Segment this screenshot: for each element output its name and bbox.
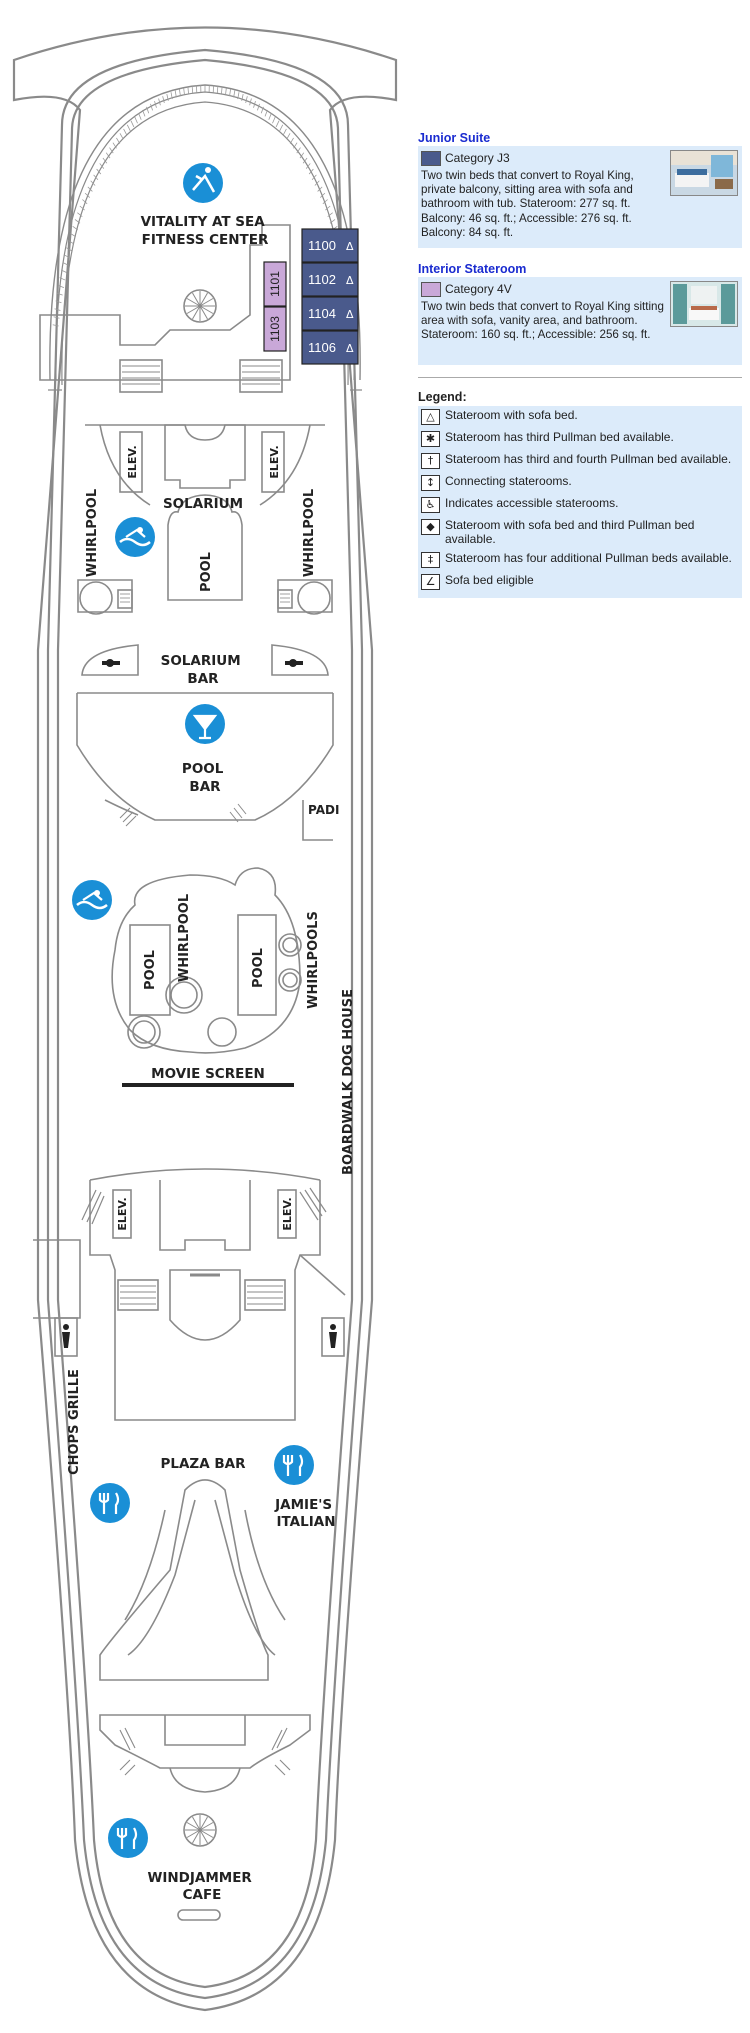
- dining-icon-jamies-italian: [274, 1445, 314, 1485]
- section-divider: [418, 377, 742, 378]
- pool-icon-main: [72, 880, 112, 920]
- legend-item-text: Stateroom has third Pullman bed availabl…: [445, 430, 674, 444]
- stateroom-1103[interactable]: [263, 306, 287, 352]
- fitness-center-label: VITALITY AT SEA FITNESS CENTER: [141, 214, 270, 248]
- legend-item: † Stateroom has third and fourth Pullman …: [421, 452, 739, 469]
- elev-mid-right-label: ELEV.: [281, 1197, 294, 1230]
- whirlpools-label: WHIRLPOOLS: [306, 911, 321, 1009]
- legend-item-text: Sofa bed eligible: [445, 573, 534, 587]
- wheelchair-icon: ♿: [421, 497, 440, 513]
- hull-outer: [12, 26, 398, 2012]
- junior-suite-title: Junior Suite: [418, 131, 491, 145]
- category-4v-swatch: [421, 281, 441, 297]
- interior-stateroom-description: Two twin beds that convert to Royal King…: [421, 300, 664, 342]
- boardwalk-dog-house-label: BOARDWALK DOG HOUSE: [341, 989, 356, 1175]
- legend-item-text: Stateroom has third and fourth Pullman b…: [445, 452, 732, 466]
- category-j3-code: Category J3: [445, 151, 510, 165]
- triangle-icon: △: [421, 409, 440, 425]
- pool-upper-label: POOL: [199, 552, 214, 592]
- junior-suite-photo[interactable]: [670, 150, 738, 196]
- stateroom-number: 1104: [308, 306, 336, 321]
- dining-icon-windjammer: [108, 1818, 148, 1858]
- stateroom-number: 1106: [308, 340, 336, 355]
- junior-suite-box: Category J3 Two twin beds that convert t…: [418, 146, 742, 248]
- pool-right-label: POOL: [251, 948, 266, 988]
- legend-item: △ Stateroom with sofa bed.: [421, 408, 739, 425]
- elev-top-right-label: ELEV.: [268, 445, 281, 478]
- jamies-italian-label: JAMIE'S ITALIAN: [274, 1497, 337, 1530]
- whirlpool-center-label: WHIRLPOOL: [177, 894, 192, 982]
- whirlpool-left-label: WHIRLPOOL: [85, 489, 100, 577]
- windjammer-cafe-label: WINDJAMMER CAFE: [147, 1870, 256, 1903]
- legend-item-text: Stateroom with sofa bed.: [445, 408, 578, 422]
- asterisk-icon: ✱: [421, 431, 440, 447]
- stateroom-1106[interactable]: [301, 330, 359, 365]
- interior-stateroom-box: Category 4V Two twin beds that convert t…: [418, 277, 742, 365]
- legend-item-text: Connecting staterooms.: [445, 474, 572, 488]
- interior-stateroom-section: Interior Stateroom Category 4V Two twin …: [418, 262, 742, 365]
- legend-title: Legend:: [418, 390, 467, 404]
- solarium-label: SOLARIUM: [163, 496, 243, 512]
- legend-item: ✱ Stateroom has third Pullman bed availab…: [421, 430, 739, 447]
- interior-stateroom-title: Interior Stateroom: [418, 262, 527, 276]
- double-dagger-icon: ‡: [421, 552, 440, 568]
- pool-icon-solarium: [115, 517, 155, 557]
- diamond-icon: ◆: [421, 519, 440, 535]
- elev-top-left-label: ELEV.: [126, 445, 139, 478]
- legend-section: Legend: △ Stateroom with sofa bed. ✱ Stater…: [418, 390, 742, 598]
- stateroom-number: 1103: [268, 316, 282, 342]
- padi-label: PADI: [308, 803, 339, 817]
- category-4v-code: Category 4V: [445, 282, 512, 296]
- pool-left-label: POOL: [143, 950, 158, 990]
- stateroom-number: 1101: [268, 271, 282, 297]
- legend-item-text: Indicates accessible staterooms.: [445, 496, 619, 510]
- bar-icon-pool-bar: [185, 704, 225, 744]
- chops-grille-label: CHOPS GRILLE: [67, 1369, 82, 1475]
- movie-screen-label: MOVIE SCREEN: [151, 1066, 265, 1082]
- stateroom-1100[interactable]: [301, 228, 359, 263]
- legend-item: ◆ Stateroom with sofa bed and third Pullm…: [421, 518, 739, 546]
- junior-suite-description: Two twin beds that convert to Royal King…: [421, 169, 634, 239]
- sofa-bed-mark-icon: Δ: [346, 342, 354, 355]
- sofa-bed-mark-icon: Δ: [346, 274, 354, 287]
- sofa-bed-mark-icon: Δ: [346, 240, 354, 253]
- stateroom-number: 1100: [308, 238, 336, 253]
- dining-icon-chops-grille: [90, 1483, 130, 1523]
- legend-item-text: Stateroom with sofa bed and third Pullma…: [445, 518, 695, 546]
- hull-inner-1: [46, 48, 364, 2000]
- whirlpool-right-label: WHIRLPOOL: [302, 489, 317, 577]
- pool-bar-label: POOL BAR: [182, 761, 228, 795]
- stateroom-1101[interactable]: [263, 261, 287, 307]
- stateroom-1104[interactable]: [301, 296, 359, 331]
- dagger-icon: †: [421, 453, 440, 469]
- legend-item: ♿ Indicates accessible staterooms.: [421, 496, 739, 513]
- hull-inner-2: [56, 58, 354, 1989]
- connecting-arrow-icon: ↕: [421, 475, 440, 491]
- category-j3-swatch: [421, 150, 441, 166]
- stateroom-1102[interactable]: [301, 262, 359, 297]
- legend-item-text: Stateroom has four additional Pullman be…: [445, 551, 732, 565]
- legend-item: ‡ Stateroom has four additional Pullman b…: [421, 551, 739, 568]
- stateroom-number: 1102: [308, 272, 336, 287]
- solarium-bar-label: SOLARIUM BAR: [161, 653, 246, 687]
- legend-box: △ Stateroom with sofa bed. ✱ Stateroom has …: [418, 406, 742, 598]
- elev-mid-left-label: ELEV.: [116, 1197, 129, 1230]
- sofa-bed-icon: ∠: [421, 574, 440, 590]
- interior-stateroom-photo[interactable]: [670, 281, 738, 327]
- sofa-bed-mark-icon: Δ: [346, 308, 354, 321]
- junior-suite-section: Junior Suite Category J3 Two twin beds t…: [418, 131, 742, 248]
- plaza-bar-label: PLAZA BAR: [160, 1456, 246, 1472]
- legend-item: ↕ Connecting staterooms.: [421, 474, 739, 491]
- fitness-icon: [183, 163, 223, 203]
- legend-item: ∠ Sofa bed eligible: [421, 573, 739, 590]
